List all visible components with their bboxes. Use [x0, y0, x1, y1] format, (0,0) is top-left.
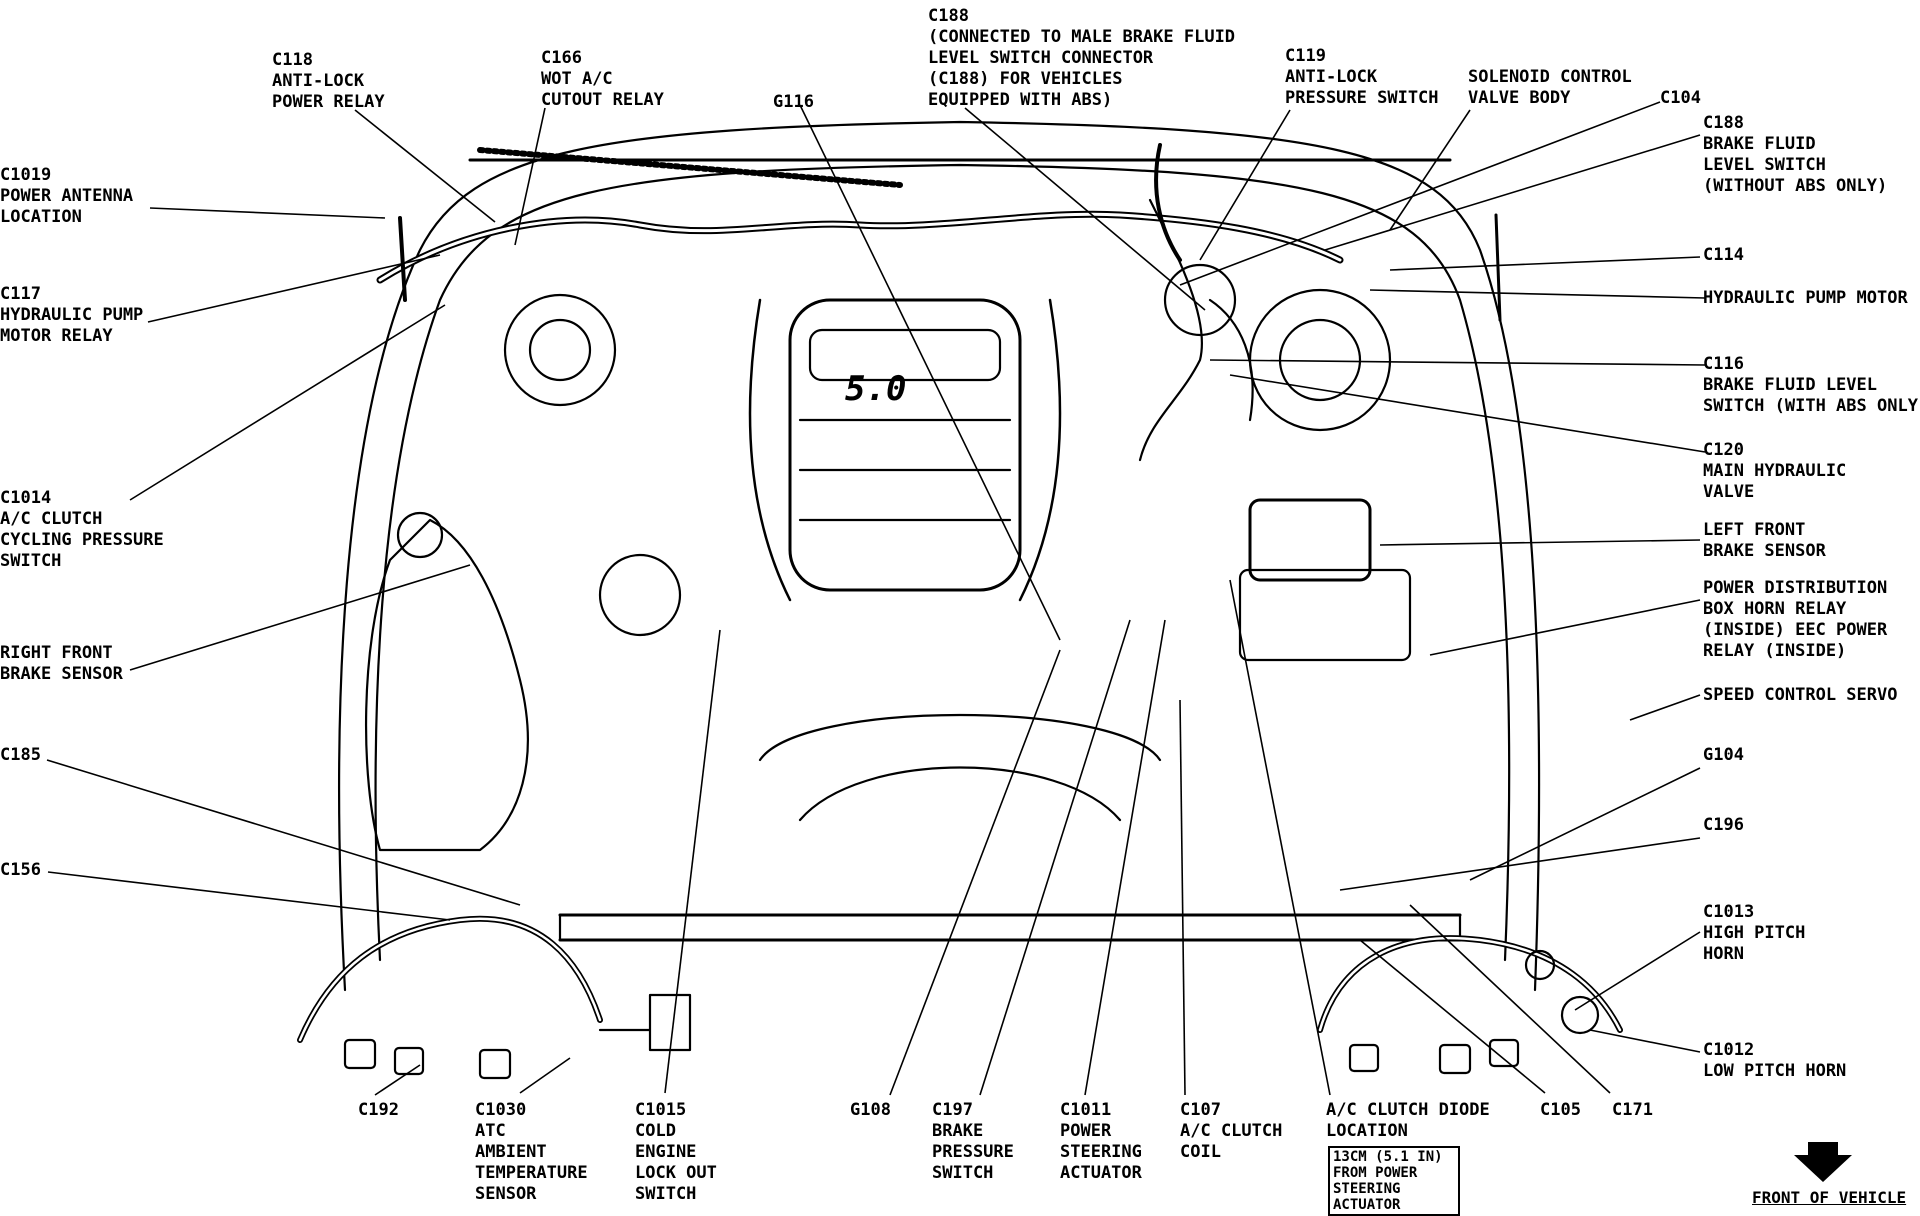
body-outline	[338, 120, 1541, 992]
label-c114: C114	[1703, 245, 1744, 265]
label-g108: G108	[850, 1100, 891, 1120]
front-arrow-icon	[1794, 1142, 1852, 1182]
label-c192: C192	[358, 1100, 399, 1120]
label-c105: C105	[1540, 1100, 1581, 1120]
label-c156: C156	[0, 860, 41, 880]
label-c196: C196	[1703, 815, 1744, 835]
label-g116: G116	[773, 92, 814, 112]
label-c171: C171	[1612, 1100, 1653, 1120]
label-speed-control-servo: SPEED CONTROL SERVO	[1703, 685, 1898, 705]
leader-lines	[46, 101, 1706, 1096]
inner-fender-outline	[374, 163, 1511, 962]
label-g104: G104	[1703, 745, 1744, 765]
label-c185: C185	[0, 745, 41, 765]
engine-badge: 5.0	[845, 369, 906, 409]
front-of-vehicle-label: FRONT OF VEHICLE	[1752, 1188, 1907, 1207]
label-c104: C104	[1660, 88, 1701, 108]
label-hydraulic-pump-motor: HYDRAULIC PUMP MOTOR	[1703, 288, 1908, 308]
